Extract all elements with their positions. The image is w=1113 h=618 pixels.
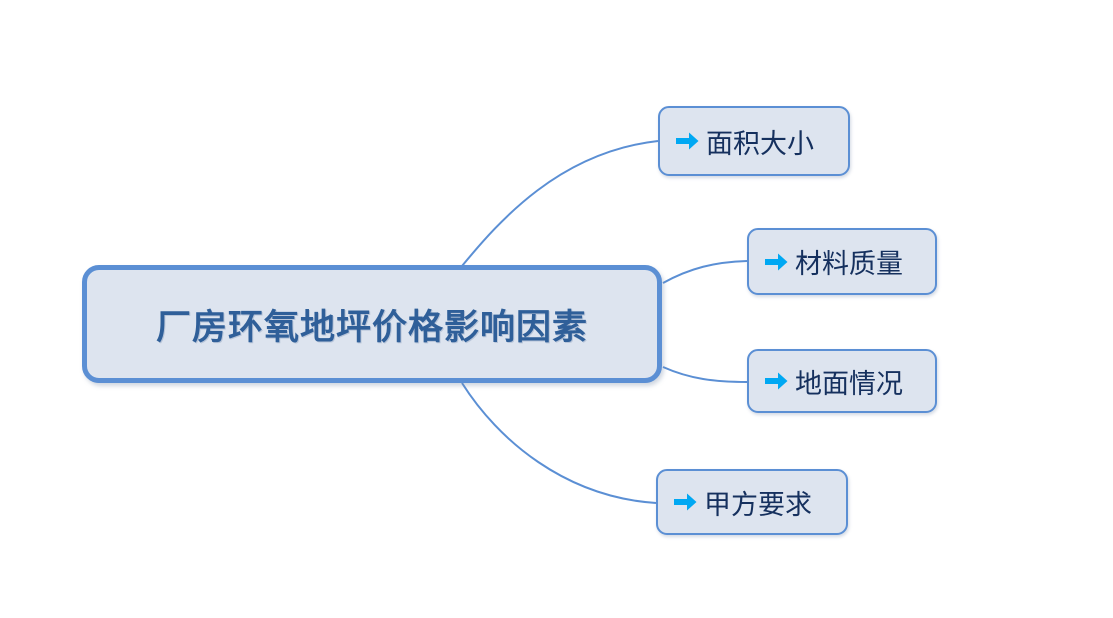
connector-to-甲方要求 xyxy=(461,382,657,504)
branch-content: 甲方要求 xyxy=(658,483,846,522)
central-topic-node[interactable]: 厂房环氧地坪价格影响因素 xyxy=(82,265,662,383)
branch-node-client-requirement[interactable]: 甲方要求 xyxy=(656,469,848,535)
arrow-right-icon xyxy=(676,132,699,150)
branch-label: 面积大小 xyxy=(706,128,814,159)
branch-content: 地面情况 xyxy=(749,362,935,401)
branch-label: 地面情况 xyxy=(795,368,903,399)
branch-node-area-size[interactable]: 面积大小 xyxy=(658,106,850,176)
branch-content: 面积大小 xyxy=(660,122,848,161)
arrow-right-icon xyxy=(765,372,788,390)
connector-to-材料质量 xyxy=(662,260,748,284)
central-topic-label: 厂房环氧地坪价格影响因素 xyxy=(155,307,588,347)
branch-node-ground-condition[interactable]: 地面情况 xyxy=(747,349,937,413)
branch-content: 材料质量 xyxy=(749,242,935,281)
arrow-right-icon xyxy=(765,253,788,271)
branch-node-material-quality[interactable]: 材料质量 xyxy=(747,228,937,295)
connector-to-面积大小 xyxy=(461,140,659,267)
branch-label: 甲方要求 xyxy=(704,489,812,520)
branch-label: 材料质量 xyxy=(795,249,903,279)
arrow-right-icon xyxy=(674,493,697,511)
connector-to-地面情况 xyxy=(662,366,748,383)
